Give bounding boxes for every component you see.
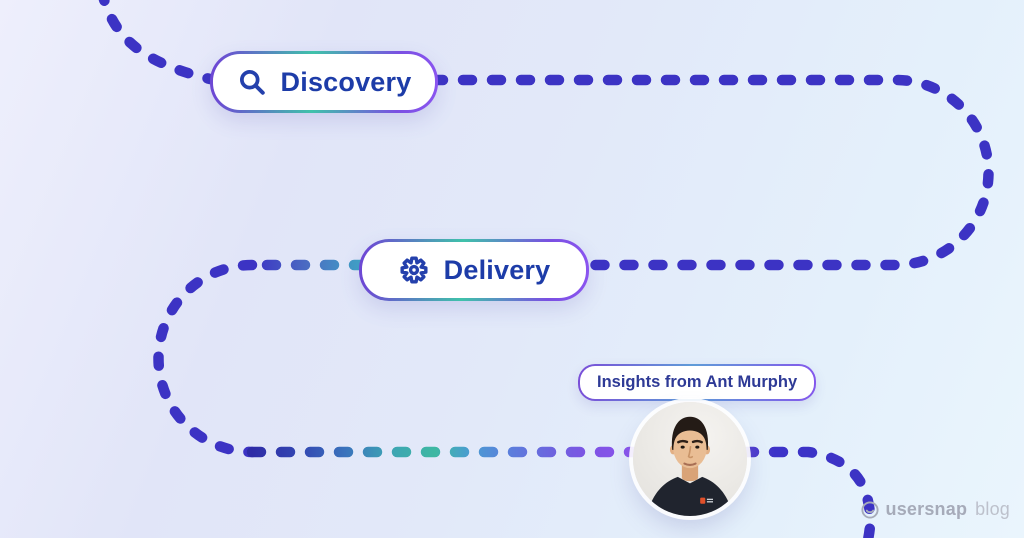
gear-icon (400, 256, 428, 284)
author-badge-label: Insights from Ant Murphy (597, 373, 798, 391)
node-delivery-label: Delivery (443, 254, 551, 285)
author-badge-inner: Insights from Ant Murphy (580, 366, 815, 399)
usersnap-blog-logo: usersnap blog (860, 499, 1010, 520)
logo-wordmark: usersnap (885, 499, 968, 519)
path-left-uturn-segment (153, 259, 258, 458)
author-badge: Insights from Ant Murphy (578, 364, 817, 401)
node-delivery-inner: Delivery (362, 242, 586, 298)
author-avatar (633, 402, 747, 516)
node-discovery-inner: Discovery (213, 54, 435, 110)
usersnap-smile-icon (860, 500, 879, 519)
node-delivery: Delivery (359, 239, 589, 301)
shirt-logo-mark (700, 497, 706, 504)
logo-suffix: blog (975, 499, 1010, 519)
node-discovery-label: Discovery (280, 66, 412, 97)
node-discovery: Discovery (210, 51, 438, 113)
search-icon (239, 69, 265, 95)
author-portrait-illustration (633, 402, 747, 516)
path-right-uturn-segment (428, 74, 994, 271)
path-entry-segment (98, 0, 216, 85)
path-bottom-segment (246, 446, 876, 538)
